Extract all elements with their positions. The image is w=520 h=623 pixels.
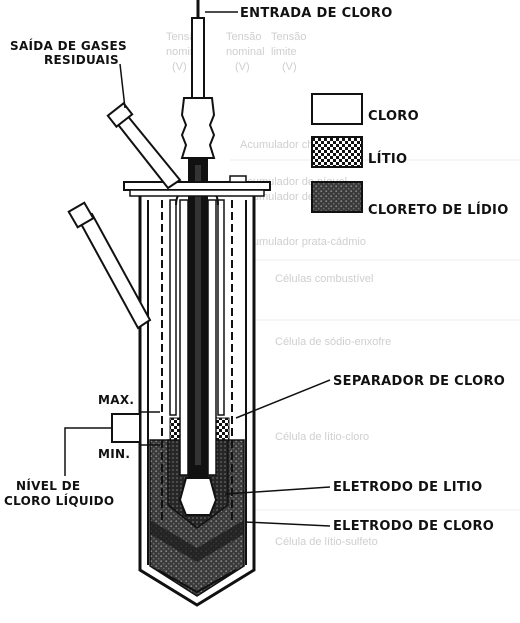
exhaust-pipe-upper-cap	[106, 101, 134, 129]
ghost-col-sub2-2: (V)	[172, 61, 187, 73]
ghost-col-sub2-3: (V)	[282, 61, 297, 73]
inlet-tube-top	[191, 17, 205, 99]
central-electrode	[188, 158, 208, 478]
label-eletrodo-litio: ELETRODO DE LITIO	[333, 480, 483, 495]
flange-bolt	[229, 175, 247, 183]
sheath-right	[207, 199, 217, 476]
legend-label-cloreto: CLORETO DE LÍDIO	[368, 202, 509, 218]
top-flange-lower	[129, 189, 265, 197]
inlet-joint	[180, 97, 216, 159]
legend: CLORO LÍTIO CLORETO DE LÍDIO	[311, 93, 509, 218]
bath-chevron-band	[150, 520, 244, 562]
top-flange	[123, 181, 271, 191]
label-max: MAX.	[98, 393, 134, 407]
cell	[64, 0, 271, 607]
electrode-highlight	[195, 165, 201, 465]
ghost-row-7: Célula de lítio-cloro	[275, 431, 369, 443]
side-pipe-lower-cap	[67, 201, 95, 229]
side-rod-left	[169, 199, 177, 416]
ghost-row-5: Células combustível	[275, 273, 373, 285]
sheath-left	[179, 199, 189, 476]
ghost-row-8: Célula de lítio-sulfeto	[275, 536, 378, 548]
leader-eletrodo-litio	[224, 486, 331, 495]
legend-label-litio: LÍTIO	[368, 151, 407, 167]
label-eletrodo-cloro: ELETRODO DE CLORO	[333, 519, 494, 534]
legend-swatch-cloro	[311, 93, 363, 125]
leader-separador	[235, 379, 331, 419]
label-nivel-line1: NÍVEL DE	[16, 478, 80, 493]
side-rod-right	[217, 199, 225, 416]
label-nivel-line2: CLORO LÍQUIDO	[4, 493, 114, 508]
leader-saida	[119, 63, 126, 109]
ghost-col-sub1-1: nominal	[226, 46, 265, 58]
electrode-tip	[178, 477, 218, 516]
level-indicator-box	[111, 413, 141, 443]
label-saida-gases-line1: SAÍDA DE GASES	[10, 38, 127, 53]
legend-swatch-cloreto	[311, 181, 363, 213]
legend-swatch-litio	[311, 136, 363, 168]
vessel-bottom-line	[157, 569, 237, 594]
ghost-col-header-1: Tensão	[226, 31, 261, 43]
leader-lines	[119, 11, 331, 527]
exhaust-pipe-upper	[114, 112, 182, 190]
label-entrada-cloro: ENTRADA DE CLORO	[240, 6, 393, 21]
label-min: MIN.	[98, 447, 130, 461]
ghost-col-sub1-3: limite	[271, 46, 297, 58]
ghost-row-6: Célula de sódio-enxofre	[275, 336, 391, 348]
ghost-col-header-3: Tensão	[271, 31, 306, 43]
label-saida-gases-line2: RESIDUAIS	[44, 53, 119, 67]
ghost-row-4: Acumulador prata-cádmio	[240, 236, 366, 248]
level-indicator-lead	[64, 427, 112, 476]
leader-eletrodo-cloro	[244, 521, 331, 527]
ghost-col-sub2-1: (V)	[235, 61, 250, 73]
label-separador-cloro: SEPARADOR DE CLORO	[333, 374, 505, 389]
legend-label-cloro: CLORO	[368, 109, 419, 124]
